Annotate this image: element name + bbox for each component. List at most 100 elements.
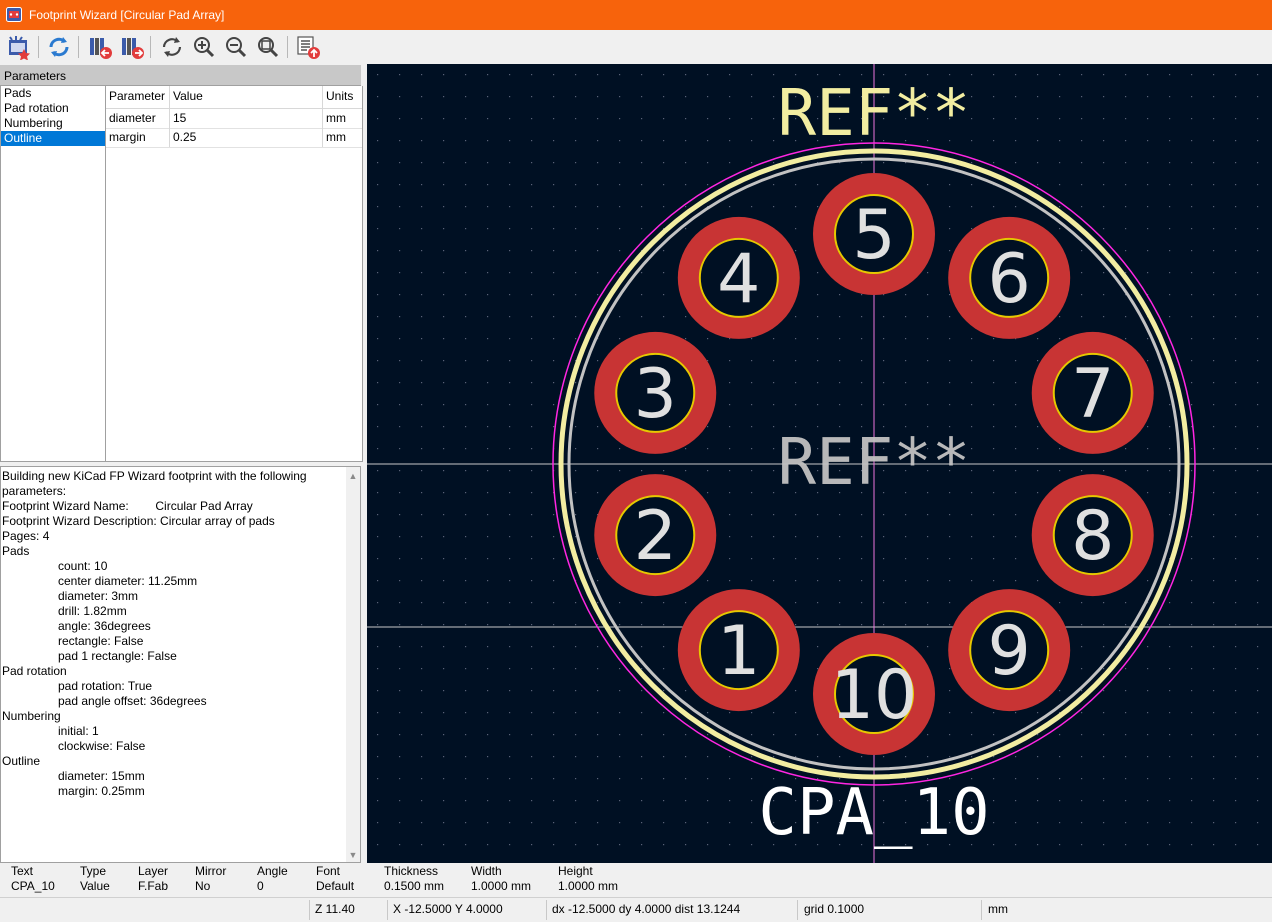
param-value-cell[interactable]: 0.25 — [173, 130, 197, 144]
left-panel: Parameters Pads Pad rotation Numbering O… — [0, 64, 364, 863]
log-line: Outline — [2, 754, 41, 768]
pad-number-label: 6 — [988, 240, 1031, 319]
scroll-down-icon[interactable]: ▼ — [348, 850, 358, 860]
pad-drill-hole — [615, 352, 696, 433]
status-divider — [797, 900, 798, 920]
page-item-pad-rotation[interactable]: Pad rotation — [4, 101, 69, 115]
log-line: angle: 36degrees — [58, 619, 151, 633]
select-wizard-icon[interactable] — [5, 33, 33, 61]
pad-9[interactable]: 9 — [948, 589, 1071, 712]
zoom-fit-icon[interactable] — [254, 33, 282, 61]
column-divider — [322, 86, 323, 147]
pad-number-label: 7 — [1071, 355, 1114, 434]
zoom-in-icon[interactable] — [190, 33, 218, 61]
pad-number-label: 3 — [634, 355, 677, 434]
pad-number-label: 4 — [717, 240, 760, 319]
table-row[interactable]: margin 0.25 mm — [106, 128, 362, 148]
log-line: drill: 1.82mm — [58, 604, 127, 618]
pad-3[interactable]: 3 — [594, 331, 717, 454]
reference-silkscreen-text[interactable]: REF** — [778, 77, 971, 151]
previous-page-icon[interactable] — [86, 33, 114, 61]
pad-number-label: 8 — [1071, 497, 1114, 576]
log-line: diameter: 15mm — [58, 769, 145, 783]
param-value-cell[interactable]: 15 — [173, 111, 187, 125]
log-line: clockwise: False — [58, 739, 146, 753]
cursor-position-readout: X -12.5000 Y 4.0000 — [393, 902, 503, 916]
param-units-cell: mm — [326, 130, 346, 144]
pad-10[interactable]: 10 — [813, 633, 935, 755]
parameters-header: Parameters — [0, 65, 361, 86]
value-fab-text[interactable]: CPA_10 — [758, 776, 989, 850]
next-page-icon[interactable] — [118, 33, 146, 61]
log-line: Building new KiCad FP Wizard footprint w… — [2, 469, 307, 483]
toolbar — [0, 30, 1272, 64]
log-line: Footprint Wizard Description: Circular a… — [2, 514, 275, 528]
pad-5[interactable]: 5 — [813, 173, 935, 295]
pad-group: 12 34 5 67 89 10 — [594, 173, 1154, 755]
pad-number-label: 9 — [988, 612, 1031, 691]
msg-value-width: 1.0000 mm — [471, 879, 532, 893]
title-bar: Footprint Wizard [Circular Pad Array] — [0, 0, 1272, 30]
page-list[interactable]: Pads Pad rotation Numbering Outline — [0, 86, 105, 462]
pad-8[interactable]: 8 — [1031, 474, 1154, 597]
page-item-numbering[interactable]: Numbering — [4, 116, 63, 130]
zoom-out-icon[interactable] — [222, 33, 250, 61]
column-header-value[interactable]: Value — [173, 89, 203, 103]
window-title: Footprint Wizard [Circular Pad Array] — [29, 8, 225, 22]
page-item-outline[interactable]: Outline — [1, 131, 105, 146]
pad-7[interactable]: 7 — [1031, 331, 1154, 454]
log-line: diameter: 3mm — [58, 589, 139, 603]
silkscreen-outline-circle — [558, 148, 1190, 780]
log-scrollbar[interactable]: ▲ ▼ — [346, 467, 360, 862]
export-footprint-icon[interactable] — [294, 33, 322, 61]
pad-number-label: 5 — [852, 196, 895, 275]
msg-label-thickness: Thickness — [384, 864, 439, 878]
msg-value-mirror: No — [195, 879, 211, 893]
toolbar-separator — [78, 36, 79, 58]
status-divider — [981, 900, 982, 920]
pad-1[interactable]: 1 — [677, 589, 800, 712]
pad-drill-hole — [1052, 495, 1133, 576]
log-line: margin: 0.25mm — [58, 784, 145, 798]
msg-value-thickness: 0.1500 mm — [384, 879, 445, 893]
app-icon — [6, 7, 22, 22]
build-log[interactable]: ▲ ▼ Building new KiCad FP Wizard footpri… — [0, 466, 361, 863]
message-panel: Text CPA_10 Type Value Layer F.Fab Mirro… — [0, 863, 1272, 897]
page-item-pads[interactable]: Pads — [4, 86, 32, 100]
log-line: pad angle offset: 36degrees — [58, 694, 207, 708]
refresh-icon[interactable] — [158, 33, 186, 61]
log-line: count: 10 — [58, 559, 108, 573]
log-line: center diameter: 11.25mm — [58, 574, 198, 588]
log-line: Pages: 4 — [2, 529, 50, 543]
toolbar-separator — [150, 36, 151, 58]
msg-label-text: Text — [11, 864, 34, 878]
pad-drill-hole — [698, 610, 779, 691]
column-divider — [169, 86, 170, 147]
param-units-cell: mm — [326, 111, 346, 125]
pad-number-label: 10 — [831, 656, 918, 735]
log-line: Pads — [2, 544, 30, 558]
pad-6[interactable]: 6 — [948, 216, 1071, 339]
log-line: Numbering — [2, 709, 61, 723]
status-divider — [387, 900, 388, 920]
pad-drill-hole — [1052, 352, 1133, 433]
column-header-parameter[interactable]: Parameter — [109, 89, 166, 103]
reset-parameters-icon[interactable] — [45, 33, 73, 61]
column-header-units[interactable]: Units — [326, 89, 354, 103]
msg-value-layer: F.Fab — [138, 879, 169, 893]
toolbar-separator — [287, 36, 288, 58]
msg-label-width: Width — [471, 864, 502, 878]
scroll-up-icon[interactable]: ▲ — [348, 471, 358, 481]
reference-fab-text[interactable]: REF** — [778, 426, 971, 500]
pad-drill-hole — [834, 194, 914, 274]
table-row[interactable]: diameter 15 mm — [106, 109, 362, 129]
log-line: pad 1 rectangle: False — [58, 649, 177, 663]
pad-number-label: 1 — [717, 612, 760, 691]
footprint-preview[interactable]: 12 34 5 67 89 10 REF** REF** CPA_10 — [367, 64, 1272, 863]
pad-2[interactable]: 2 — [594, 474, 717, 597]
parameter-grid: Parameter Value Units diameter 15 mm mar… — [105, 86, 363, 462]
msg-label-font: Font — [316, 864, 341, 878]
msg-value-type: Value — [80, 879, 110, 893]
pad-4[interactable]: 4 — [677, 216, 800, 339]
